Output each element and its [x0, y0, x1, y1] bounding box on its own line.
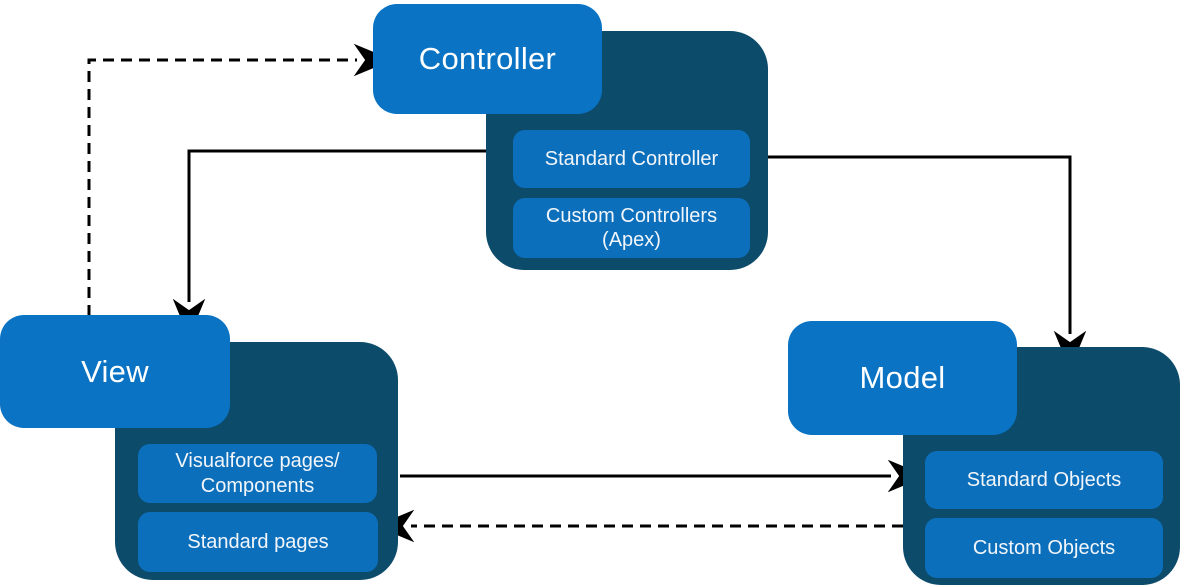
standard-pages-item: Standard pages	[138, 512, 378, 572]
custom-controllers-item: Custom Controllers (Apex)	[513, 198, 750, 258]
custom-controllers-label-line1: Custom Controllers	[545, 204, 718, 227]
standard-objects-label: Standard Objects	[966, 468, 1122, 491]
view-node-label: View	[81, 353, 149, 389]
visualforce-pages-label-line1: Visualforce pages/	[175, 450, 340, 473]
standard-controller-label: Standard Controller	[544, 147, 719, 170]
standard-pages-label: Standard pages	[187, 530, 329, 553]
model-node-label: Model	[859, 360, 946, 395]
standard-objects-item: Standard Objects	[925, 451, 1163, 509]
edge-controller-to-model-arrow	[766, 155, 1087, 370]
custom-objects-item: Custom Objects	[925, 518, 1163, 578]
view-node: View	[0, 315, 230, 428]
controller-node: Controller	[373, 4, 602, 114]
model-node: Model	[788, 321, 1017, 435]
standard-controller-item: Standard Controller	[513, 130, 750, 188]
edge-controller-to-view-arrow	[172, 149, 488, 338]
custom-objects-label: Custom Objects	[972, 536, 1116, 559]
visualforce-pages-item: Visualforce pages/ Components	[138, 444, 377, 503]
visualforce-pages-label-line2: Components	[200, 474, 315, 497]
custom-controllers-label-line2: (Apex)	[602, 229, 661, 251]
controller-node-label: Controller	[418, 41, 557, 76]
edge-view-to-controller-dashed-arrow	[87, 43, 393, 316]
